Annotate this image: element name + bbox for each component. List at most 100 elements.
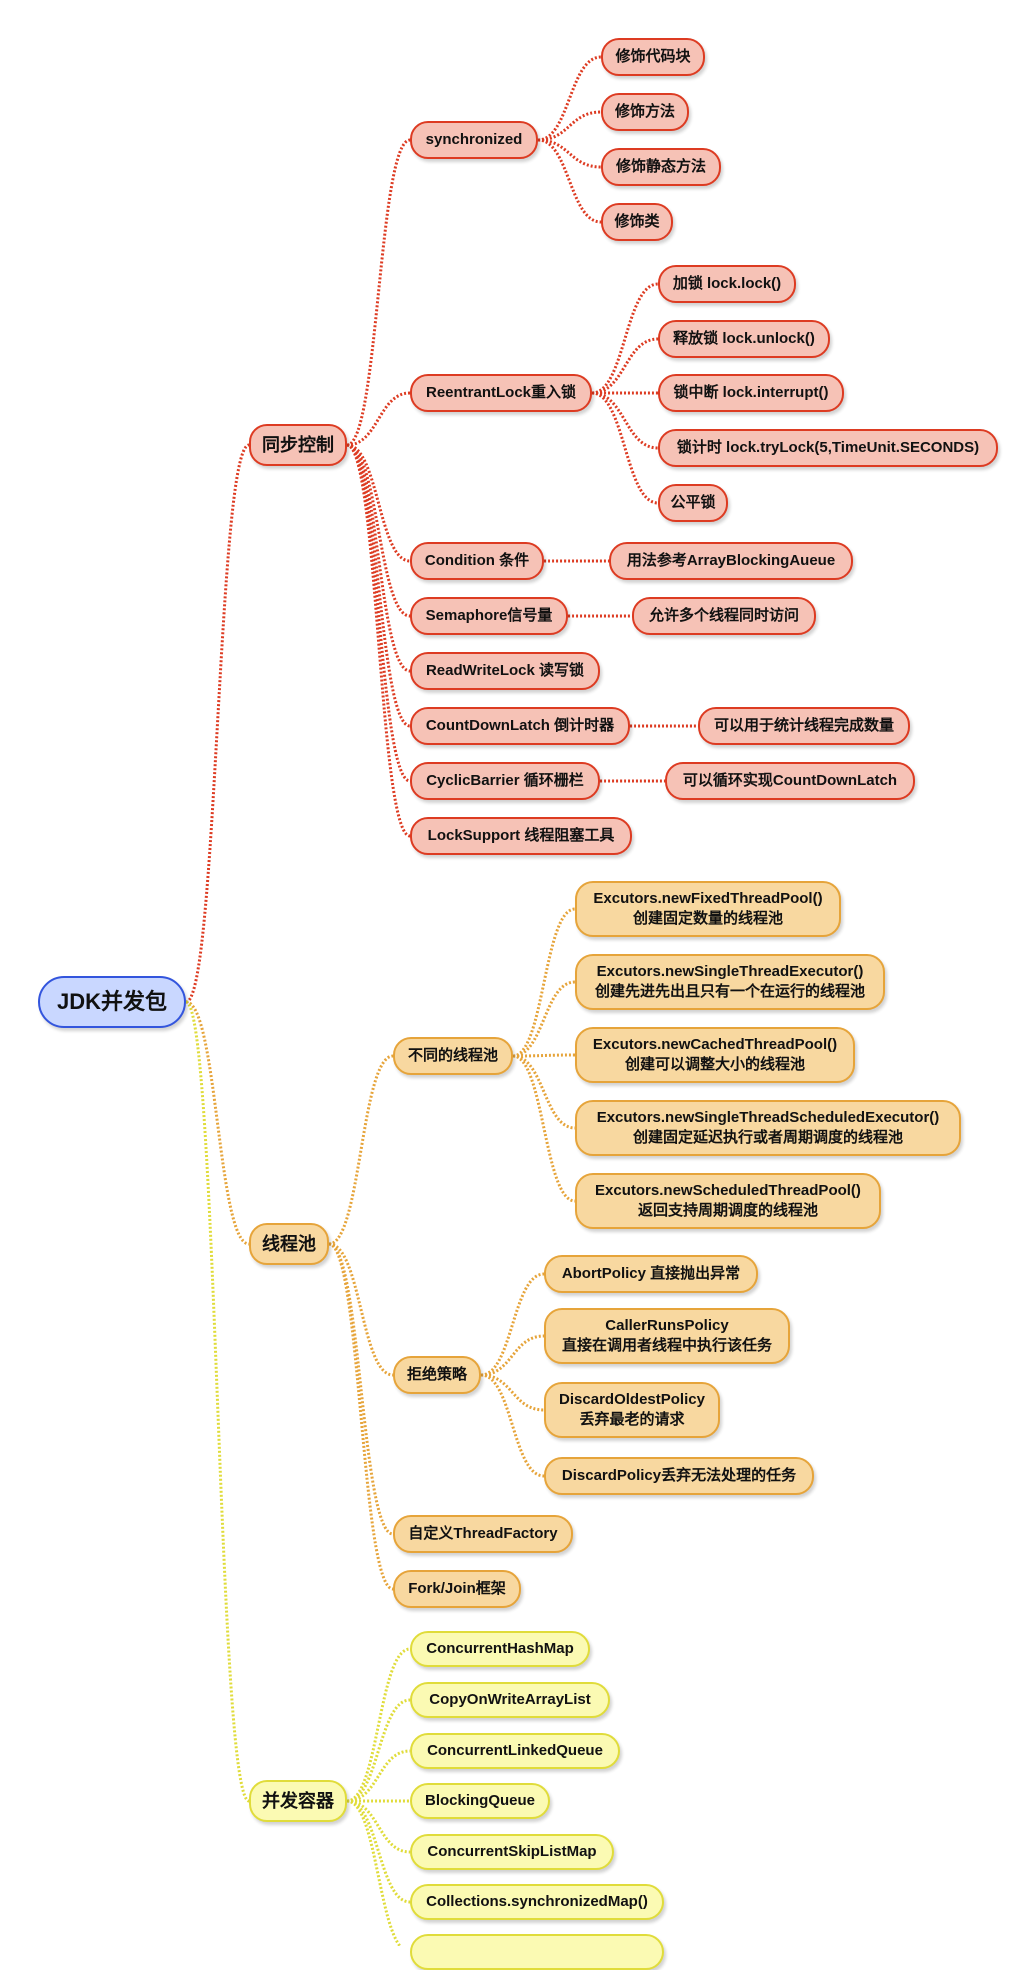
leaf-node[interactable]: Excutors.newSingleThreadExecutor() 创建先进先出… xyxy=(575,954,885,1010)
leaf-line: AbortPolicy 直接抛出异常 xyxy=(561,1265,741,1282)
connector-line xyxy=(346,138,411,447)
node-label: ReadWriteLock 读写锁 xyxy=(425,662,585,679)
connector-line xyxy=(346,1799,411,1854)
connector-line xyxy=(591,282,659,395)
node-label: Semaphore信号量 xyxy=(425,607,553,624)
leaf-node[interactable]: 修饰静态方法 xyxy=(601,148,721,186)
leaf-node[interactable]: 加锁 lock.lock() xyxy=(658,265,796,303)
connector-line xyxy=(346,1698,411,1803)
connector-line xyxy=(185,443,250,1004)
leaf-line: Excutors.newScheduledThreadPool() xyxy=(595,1182,861,1199)
leaf-node[interactable]: BlockingQueue xyxy=(410,1783,550,1819)
connector-line xyxy=(537,138,602,224)
leaf-label: CopyOnWriteArrayList xyxy=(429,1691,591,1708)
leaf-line: 创建固定延迟执行或者周期调度的线程池 xyxy=(632,1129,903,1146)
leaf-node[interactable]: 修饰代码块 xyxy=(601,38,705,76)
leaf-node[interactable]: Excutors.newScheduledThreadPool()返回支持周期调… xyxy=(575,1173,881,1229)
branch-sync-control[interactable]: 同步控制 xyxy=(249,424,347,466)
leaf-label: 修饰方法 xyxy=(614,103,675,120)
leaf-line: Excutors.newCachedThreadPool() xyxy=(592,1036,838,1053)
leaf-node[interactable]: ConcurrentLinkedQueue xyxy=(410,1733,620,1769)
node-label: synchronized xyxy=(425,131,523,148)
leaf-label: 修饰类 xyxy=(614,213,660,230)
leaf-node[interactable]: CopyOnWriteArrayList xyxy=(410,1682,610,1718)
leaf-label: 修饰代码块 xyxy=(615,48,691,65)
node-label: ReentrantLock重入锁 xyxy=(425,384,577,401)
node-cyclicbarrier[interactable]: CyclicBarrier 循环栅栏 xyxy=(410,762,600,800)
leaf-node[interactable]: 可以循环实现CountDownLatch xyxy=(665,762,915,800)
connector-line xyxy=(346,443,411,563)
branch-label: 同步控制 xyxy=(262,435,334,455)
leaf-line: Excutors.newFixedThreadPool() xyxy=(593,890,823,907)
connector-line xyxy=(346,443,411,673)
leaf-node[interactable]: ConcurrentHashMap xyxy=(410,1631,590,1667)
node-fork-join[interactable]: Fork/Join框架 xyxy=(393,1570,521,1608)
connector-line xyxy=(328,1242,394,1377)
leaf-label: 可以用于统计线程完成数量 xyxy=(713,717,894,734)
leaf-node[interactable]: 公平锁 xyxy=(658,484,728,522)
connector-line xyxy=(512,1053,576,1058)
leaf-line: Excutors.newSingleThreadExecutor() xyxy=(596,963,864,980)
node-thread-pool-types[interactable]: 不同的线程池 xyxy=(393,1037,513,1075)
connector-line xyxy=(346,443,411,728)
connector-line xyxy=(591,391,659,505)
leaf-line: Excutors.newSingleThreadScheduledExecuto… xyxy=(596,1109,940,1126)
leaf-node[interactable]: Excutors.newSingleThreadScheduledExecuto… xyxy=(575,1100,961,1156)
leaf-label: 释放锁 lock.unlock() xyxy=(673,330,815,347)
leaf-node-partial[interactable] xyxy=(410,1934,664,1970)
branch-label: 线程池 xyxy=(262,1234,316,1254)
connector-line xyxy=(346,1647,411,1803)
leaf-line: DiscardPolicy丢弃无法处理的任务 xyxy=(561,1467,797,1484)
leaf-label: Collections.synchronizedMap() xyxy=(426,1893,648,1910)
leaf-node[interactable]: ConcurrentSkipListMap xyxy=(410,1834,614,1870)
leaf-node[interactable]: DiscardPolicy丢弃无法处理的任务 xyxy=(544,1457,814,1495)
leaf-label: 可以循环实现CountDownLatch xyxy=(682,772,898,789)
node-label: 不同的线程池 xyxy=(407,1047,498,1064)
connector-line xyxy=(328,1242,394,1591)
connector-line xyxy=(512,980,576,1058)
branch-thread-pool[interactable]: 线程池 xyxy=(249,1223,329,1265)
branch-label: 并发容器 xyxy=(262,1791,334,1811)
node-reentrantlock[interactable]: ReentrantLock重入锁 xyxy=(410,374,592,412)
leaf-node[interactable]: Collections.synchronizedMap() xyxy=(410,1884,664,1920)
leaf-node[interactable]: 用法参考ArrayBlockingAueue xyxy=(609,542,853,580)
node-rejection-policy[interactable]: 拒绝策略 xyxy=(393,1356,481,1394)
connector-line xyxy=(537,55,602,142)
node-label: CyclicBarrier 循环栅栏 xyxy=(426,772,584,789)
node-thread-factory[interactable]: 自定义ThreadFactory xyxy=(393,1515,573,1553)
leaf-node[interactable]: 允许多个线程同时访问 xyxy=(632,597,816,635)
leaf-label: 加锁 lock.lock() xyxy=(672,275,782,292)
node-synchronized[interactable]: synchronized xyxy=(410,121,538,159)
leaf-node[interactable]: 锁计时 lock.tryLock(5,TimeUnit.SECONDS) xyxy=(658,429,998,467)
leaf-node[interactable]: 锁中断 lock.interrupt() xyxy=(658,374,844,412)
leaf-node[interactable]: AbortPolicy 直接抛出异常 xyxy=(544,1255,758,1293)
branch-concurrent-containers[interactable]: 并发容器 xyxy=(249,1780,347,1822)
node-locksupport[interactable]: LockSupport 线程阻塞工具 xyxy=(410,817,632,855)
connector-line xyxy=(512,1054,576,1130)
leaf-line: 直接在调用者线程中执行该任务 xyxy=(561,1337,772,1354)
leaf-node[interactable]: 可以用于统计线程完成数量 xyxy=(698,707,910,745)
connector-line xyxy=(185,1000,250,1246)
node-readwritelock[interactable]: ReadWriteLock 读写锁 xyxy=(410,652,600,690)
leaf-node[interactable]: Excutors.newFixedThreadPool()创建固定数量的线程池 xyxy=(575,881,841,937)
connector-line xyxy=(328,1242,394,1536)
leaf-node[interactable]: Excutors.newCachedThreadPool()创建可以调整大小的线… xyxy=(575,1027,855,1083)
node-condition[interactable]: Condition 条件 xyxy=(410,542,544,580)
leaf-line: 创建先进先出且只有一个在运行的线程池 xyxy=(594,983,865,1000)
leaf-label: 锁中断 lock.interrupt() xyxy=(673,384,829,401)
connector-line xyxy=(512,907,576,1058)
leaf-node[interactable]: 修饰类 xyxy=(601,203,673,241)
leaf-label: 公平锁 xyxy=(670,494,716,511)
node-label: 自定义ThreadFactory xyxy=(408,1525,558,1542)
node-countdownlatch[interactable]: CountDownLatch 倒计时器 xyxy=(410,707,630,745)
node-semaphore[interactable]: Semaphore信号量 xyxy=(410,597,568,635)
connector-line xyxy=(328,1054,394,1246)
leaf-node[interactable]: 释放锁 lock.unlock() xyxy=(658,320,830,358)
root-node[interactable]: JDK并发包 xyxy=(38,976,186,1028)
leaf-label: ConcurrentSkipListMap xyxy=(427,1843,597,1860)
connector-line xyxy=(346,443,411,618)
leaf-node[interactable]: 修饰方法 xyxy=(601,93,689,131)
